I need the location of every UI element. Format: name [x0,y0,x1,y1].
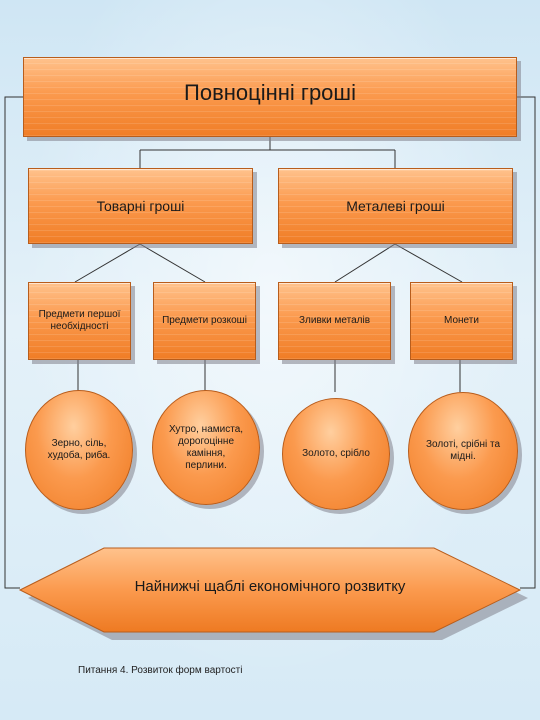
commodity-money-label: Товарні гроші [96,198,185,214]
fur-label: Хутро, намиста, дорогоцінне каміння, пер… [168,423,244,471]
commodity-money-box: Товарні гроші [28,168,253,244]
connector-right-frame [517,96,536,589]
connector-root-level1 [139,137,396,168]
root-box: Повноцінні гроші [23,57,517,137]
connector-commodity-children [74,243,206,283]
metal-money-box: Металеві гроші [278,168,513,244]
ingots-label: Зливки металів [298,314,370,326]
luxury-label: Предмети розкоші [162,314,247,326]
grain-oval: Зерно, сіль, худоба, риба. [25,390,133,510]
bottom-arrow-shape [18,547,522,633]
coins-label: Монети [444,314,479,326]
necessities-box: Предмети першої необхідності [28,282,131,360]
luxury-box: Предмети розкоші [153,282,256,360]
metal-money-label: Металеві гроші [346,198,445,214]
gold-silver-label: Золото, срібло [302,448,370,459]
fur-oval: Хутро, намиста, дорогоцінне каміння, пер… [152,390,260,505]
ingots-box: Зливки металів [278,282,391,360]
coins-metal-oval: Золоті, срібні та мідні. [408,392,518,510]
coins-metal-label: Золоті, срібні та мідні. [425,439,501,462]
coins-box: Монети [410,282,513,360]
connector-left-frame [4,96,23,589]
root-label: Повноцінні гроші [184,80,356,105]
necessities-label: Предмети першої необхідності [38,308,121,333]
connector-level2-level3 [77,360,461,392]
slide-caption: Питання 4. Розвиток форм вартості [78,665,243,676]
bottom-label: Найнижчі щаблі економічного розвитку [134,578,406,595]
grain-label: Зерно, сіль, худоба, риба. [47,438,111,461]
gold-silver-oval: Золото, срібло [282,398,390,510]
connector-metal-children [334,243,463,283]
